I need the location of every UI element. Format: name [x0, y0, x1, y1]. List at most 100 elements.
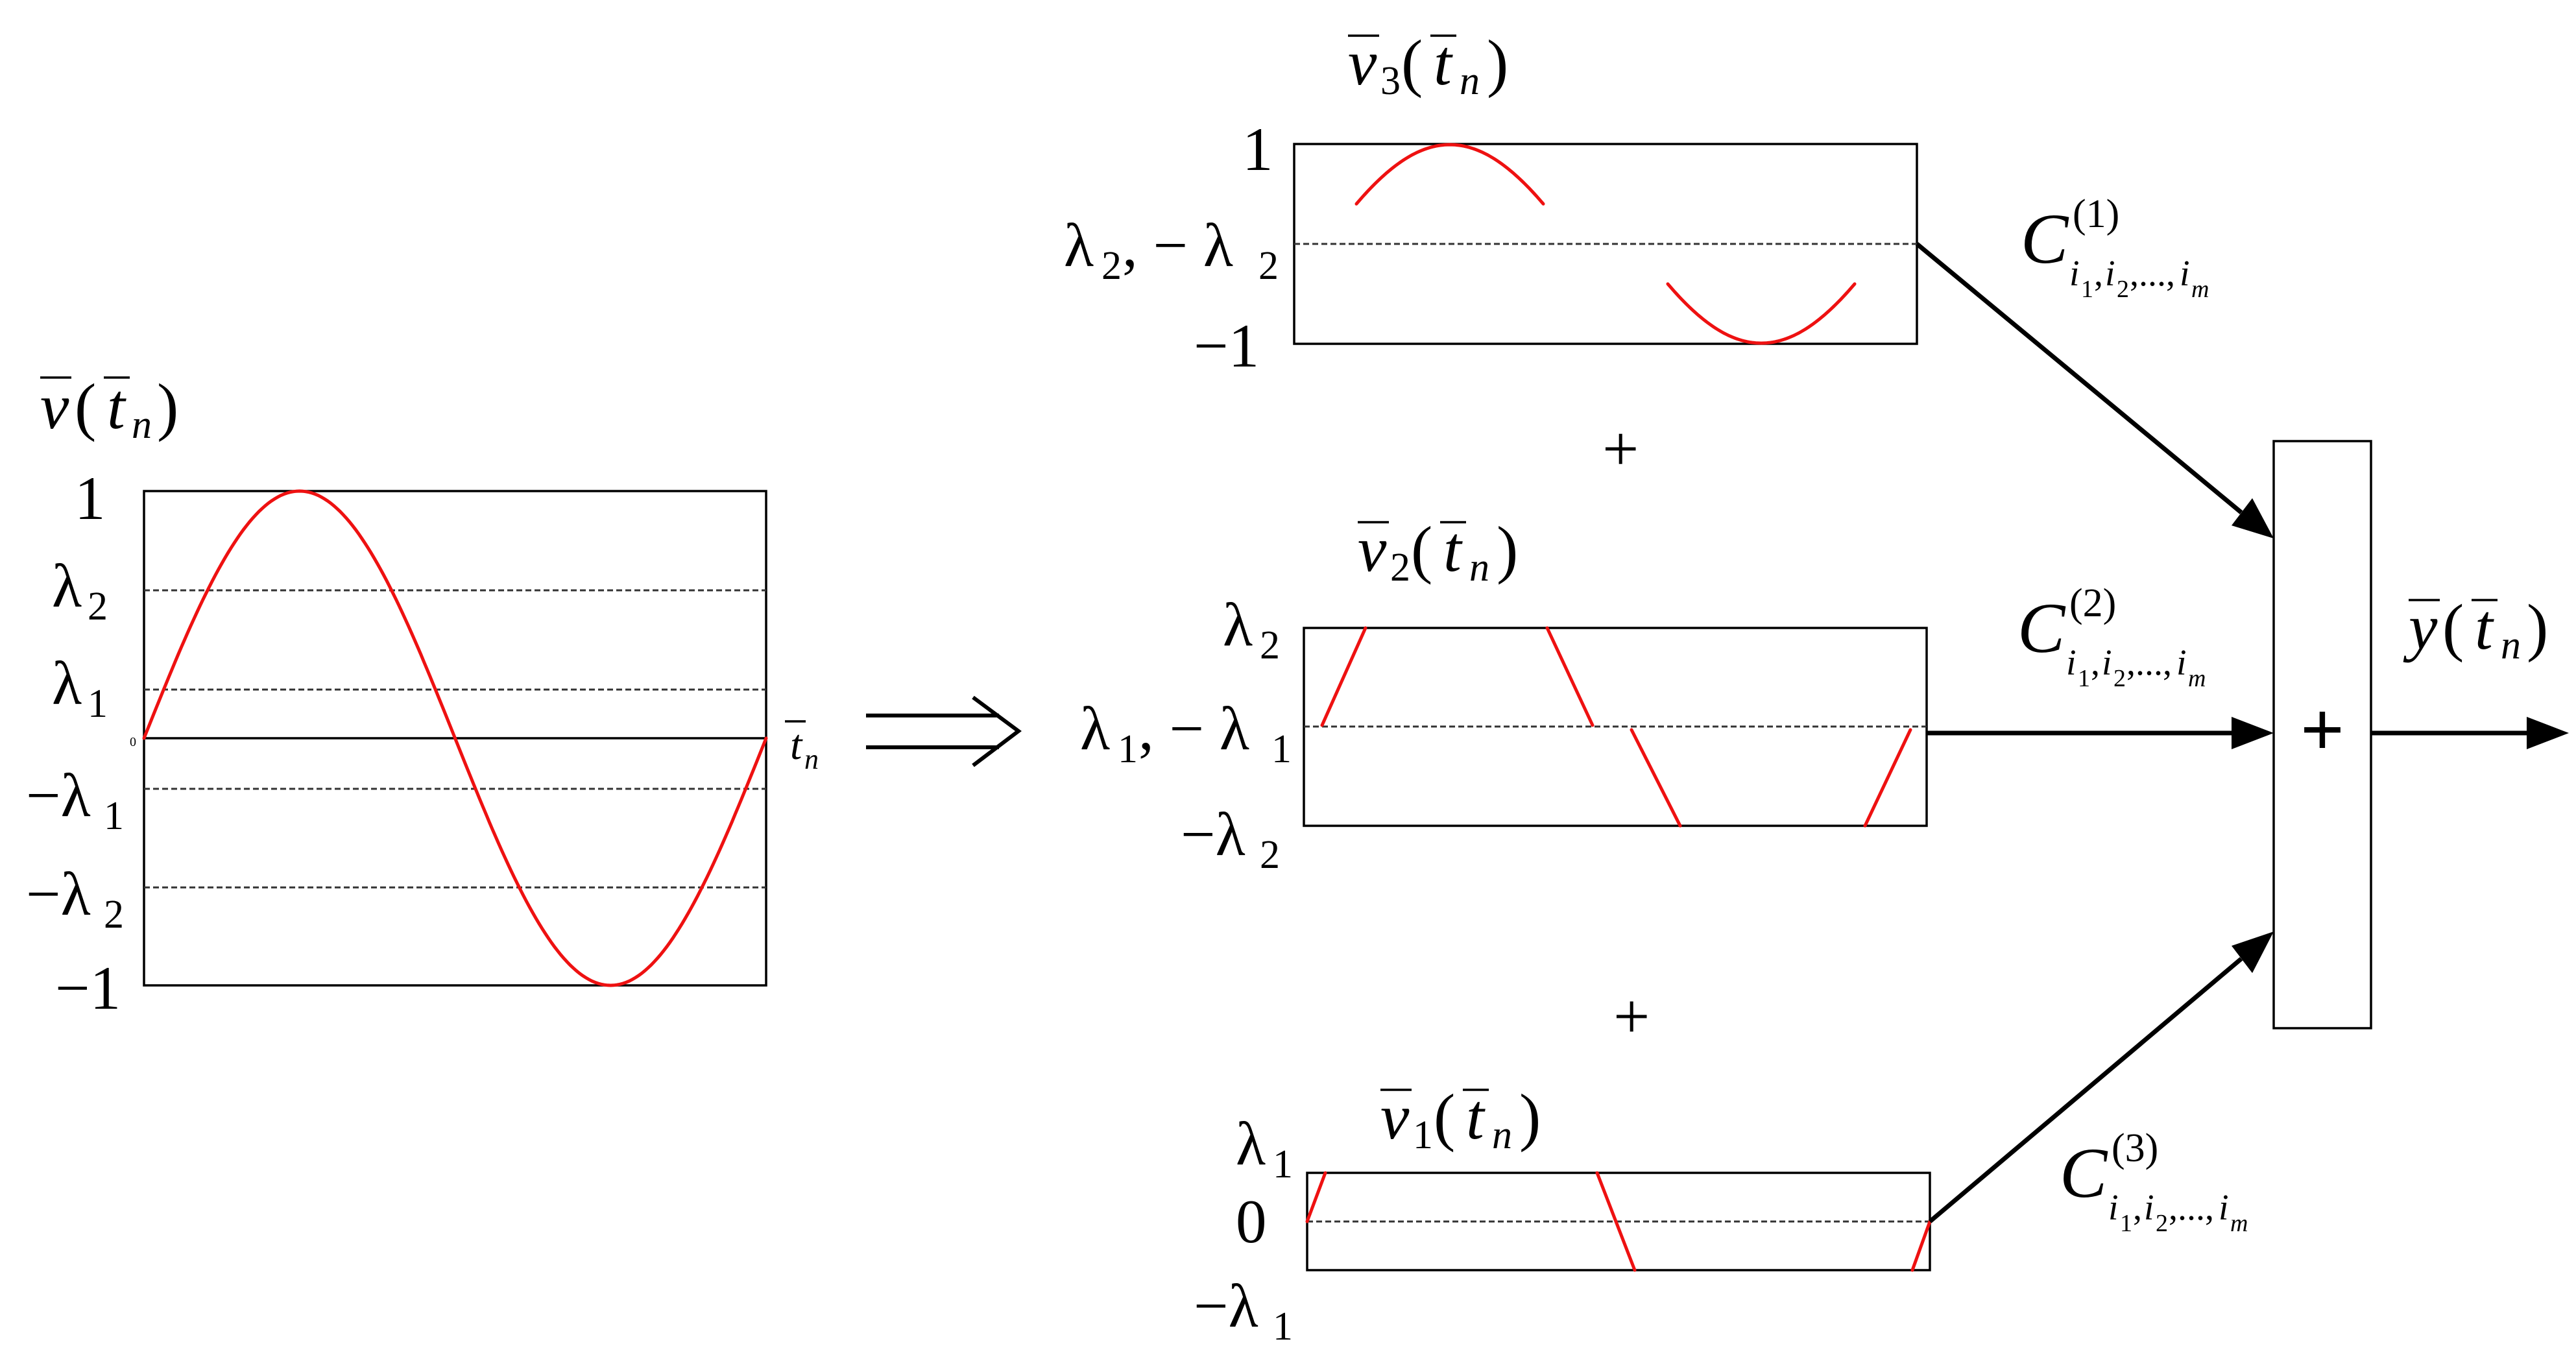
- svg-text:(2): (2): [2069, 581, 2116, 625]
- svg-text:3: 3: [1380, 59, 1401, 103]
- v3-signal-curve: [1354, 143, 1857, 345]
- svg-text:,...,: ,...,: [2126, 643, 2172, 683]
- input-title-sub: n: [132, 403, 152, 447]
- input-y-label-neg-lambda2: −λ 2: [26, 860, 124, 937]
- svg-text:λ: λ: [1064, 211, 1094, 280]
- svg-text:λ: λ: [1236, 1109, 1266, 1178]
- input-y-label-lambda2: λ 2: [52, 551, 108, 629]
- svg-text:2: 2: [104, 893, 124, 937]
- svg-text:2: 2: [1101, 244, 1122, 288]
- input-signal-panel: v ( t n ) 1 λ 2 λ 1 0 −λ 1 −λ 2 −1: [26, 370, 819, 1022]
- component-v3-panel: v 3 ( t n ) 1 λ 2 , − λ 2 −1 +: [1064, 27, 1918, 485]
- component-v2-panel: v 2 ( t n ) λ 2 λ 1 , − λ 1 −λ 2 +: [1080, 513, 1928, 1052]
- coefficient-c1: C (1) i 1 , i 2 ,..., i m: [2021, 192, 2209, 303]
- svg-text:1: 1: [2120, 1210, 2132, 1237]
- svg-text:): ): [1519, 1081, 1541, 1153]
- svg-text:t: t: [2475, 591, 2494, 663]
- svg-text:(: (: [1411, 513, 1432, 585]
- svg-text:(: (: [2442, 591, 2464, 663]
- input-y-label-neg-1: −1: [55, 954, 121, 1022]
- svg-text:1: 1: [88, 682, 108, 726]
- svg-text:1: 1: [2081, 276, 2093, 303]
- svg-text:−λ: −λ: [1194, 1271, 1258, 1340]
- input-y-label-neg-lambda1: −λ 1: [26, 761, 124, 838]
- input-y-label-1: 1: [75, 464, 106, 533]
- input-x-label: t n: [785, 720, 819, 775]
- svg-text:m: m: [2191, 276, 2209, 303]
- summer-plus-symbol: +: [2300, 686, 2344, 773]
- svg-text:,...,: ,...,: [2130, 254, 2175, 294]
- svg-text:λ: λ: [52, 649, 82, 717]
- v2-y-label-mid: λ 1 , − λ 1: [1080, 694, 1292, 771]
- svg-text:): ): [1497, 513, 1518, 585]
- svg-text:λ: λ: [52, 551, 82, 620]
- svg-text:n: n: [2501, 623, 2521, 668]
- svg-text:λ: λ: [1223, 590, 1253, 659]
- svg-text:−λ: −λ: [1181, 800, 1246, 869]
- svg-text:C: C: [2021, 199, 2069, 278]
- svg-text:2: 2: [2117, 276, 2129, 303]
- svg-text:2: 2: [2113, 665, 2126, 692]
- svg-text:i: i: [2144, 1188, 2154, 1228]
- svg-text:i: i: [2180, 254, 2190, 294]
- coefficient-c2: C (2) i 1 , i 2 ,..., i m: [2017, 581, 2206, 692]
- svg-text:1: 1: [1273, 1305, 1293, 1348]
- summer-block: +: [2272, 440, 2372, 1029]
- svg-text:i: i: [2066, 643, 2076, 683]
- svg-text:v: v: [1348, 27, 1377, 99]
- v3-title: v 3 ( t n ): [1348, 27, 1508, 103]
- svg-text:1: 1: [1413, 1113, 1433, 1157]
- arrow-v3-to-summer: [1915, 242, 2274, 538]
- implies-arrow-icon: [866, 695, 1022, 767]
- svg-text:i: i: [2176, 643, 2187, 683]
- svg-text:i: i: [2069, 254, 2080, 294]
- svg-text:−λ: −λ: [26, 761, 91, 830]
- svg-text:2: 2: [1258, 244, 1279, 288]
- input-y-label-0: 0: [130, 735, 136, 749]
- svg-text:1: 1: [2078, 665, 2090, 692]
- input-title-v: v: [40, 370, 69, 442]
- svg-text:2: 2: [1260, 623, 1280, 668]
- svg-text:2: 2: [1260, 833, 1280, 877]
- svg-text:2: 2: [2156, 1210, 2168, 1237]
- svg-text:v: v: [1358, 513, 1387, 585]
- svg-text:C: C: [2017, 588, 2066, 668]
- svg-text:n: n: [1469, 546, 1489, 590]
- v1-title: v 1 ( t n ): [1380, 1081, 1541, 1157]
- svg-text:y: y: [2403, 591, 2438, 663]
- v2-y-label-bottom: −λ 2: [1181, 800, 1280, 877]
- svg-text:v: v: [1380, 1081, 1410, 1153]
- input-y-label-lambda1: λ 1: [52, 649, 108, 726]
- svg-text:(: (: [1434, 1081, 1455, 1153]
- v1-y-label-mid: 0: [1236, 1187, 1267, 1256]
- svg-text:): ): [1487, 27, 1508, 99]
- input-title-t: t: [107, 370, 126, 442]
- svg-text:−λ: −λ: [26, 860, 91, 928]
- svg-text:,: ,: [2091, 643, 2100, 683]
- svg-text:): ): [2527, 591, 2548, 663]
- svg-text:n: n: [1460, 59, 1480, 103]
- svg-text:i: i: [2108, 1188, 2119, 1228]
- v1-y-label-top: λ 1: [1236, 1109, 1293, 1186]
- v1-signal-curve: [1305, 1171, 1932, 1272]
- v2-signal-curve: [1320, 626, 1912, 828]
- svg-text:t: t: [790, 721, 803, 769]
- input-sine-curve: [142, 489, 768, 987]
- plus-sign-2: +: [1613, 980, 1650, 1052]
- svg-text:i: i: [2219, 1188, 2229, 1228]
- v3-y-label-bottom: −1: [1194, 311, 1259, 380]
- svg-text:i: i: [2102, 643, 2112, 683]
- v3-y-label-mid: λ 2 , − λ 2: [1064, 211, 1279, 288]
- arrow-v1-to-summer: [1928, 932, 2274, 1223]
- svg-text:t: t: [1466, 1081, 1486, 1153]
- svg-text:,: ,: [2094, 254, 2103, 294]
- svg-text:2: 2: [1390, 546, 1410, 590]
- svg-text:, − λ: , − λ: [1138, 694, 1249, 763]
- svg-text:C: C: [2060, 1133, 2108, 1212]
- svg-text:,: ,: [2133, 1188, 2142, 1228]
- svg-text:(: (: [1401, 27, 1423, 99]
- svg-text:): ): [157, 370, 178, 442]
- svg-text:1: 1: [104, 794, 124, 838]
- svg-text:2: 2: [88, 584, 108, 629]
